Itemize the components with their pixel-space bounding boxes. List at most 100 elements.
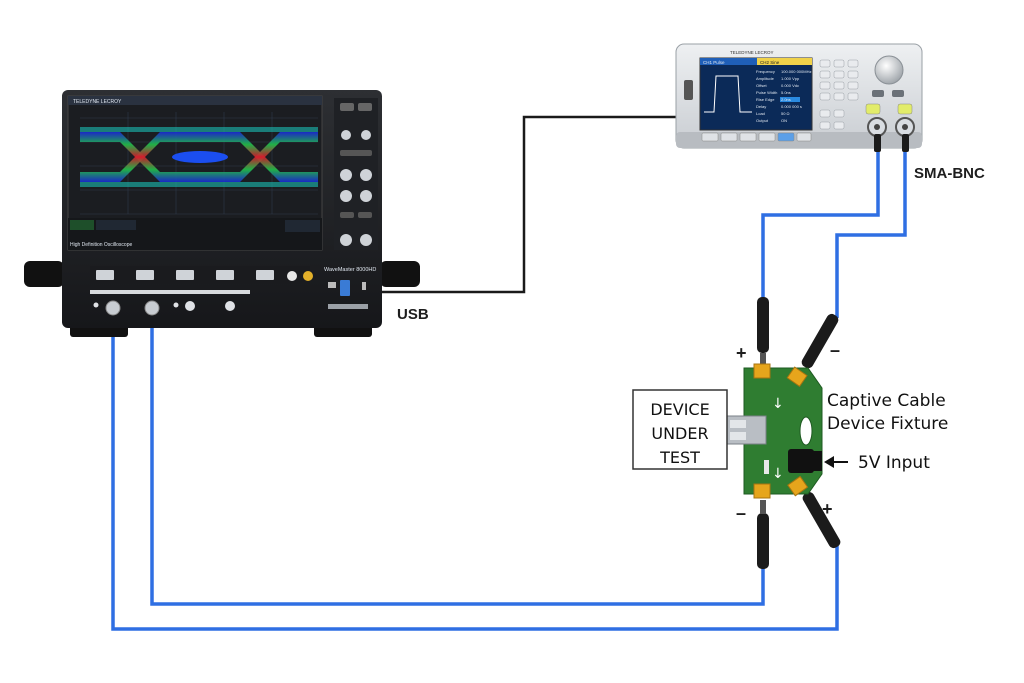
gen-softkey-2[interactable]	[720, 132, 738, 142]
gen-keypad	[819, 59, 859, 130]
scope-knob-1[interactable]	[340, 103, 354, 111]
gen-value-0: 100.000 000MHz	[781, 69, 811, 74]
gen-param-3: Pulse Width	[756, 90, 777, 95]
scope-menu-bar	[68, 96, 322, 105]
gen-key[interactable]	[819, 81, 831, 90]
gen-key[interactable]	[833, 121, 845, 130]
scope-knob-9[interactable]	[340, 234, 352, 246]
gen-value-5: 0.000 000 s	[781, 104, 802, 109]
oscilloscope: TELEDYNE LECROY High Definition Oscillos…	[24, 90, 420, 337]
gen-param-1: Amplitude	[756, 76, 775, 81]
gen-value-4: 2.0ns	[781, 97, 791, 102]
captive-cable-fixture: ↓ ↓	[725, 297, 841, 569]
sign-upper-pos: +	[736, 343, 747, 363]
generator-screen	[699, 57, 813, 131]
scope-handle-right	[380, 261, 420, 287]
scope-knob-4[interactable]	[361, 130, 371, 140]
blue-cable-ch2	[111, 320, 839, 631]
gen-key[interactable]	[819, 70, 831, 79]
dut-line-1: DEVICE	[650, 400, 709, 419]
input-ch2[interactable]	[144, 300, 160, 316]
blue-cable-sma-neg	[835, 150, 907, 318]
gen-ch1-label: CH1 Pulse	[703, 60, 725, 65]
knob-icon[interactable]	[874, 55, 904, 85]
scope-status-led	[303, 271, 313, 281]
connector-upper-pos	[753, 363, 771, 379]
ch2-button[interactable]	[136, 270, 154, 280]
sign-lower-neg: –	[736, 503, 746, 523]
gen-softkey-5[interactable]	[777, 132, 795, 142]
probe-upper-neg	[801, 313, 839, 369]
sign-lower-pos: +	[822, 499, 833, 519]
gen-key[interactable]	[833, 92, 845, 101]
gen-ch2-label: CH2 Sine	[760, 60, 780, 65]
ch3-button[interactable]	[176, 270, 194, 280]
gen-softkey-3[interactable]	[739, 132, 757, 142]
dut-line-3: TEST	[659, 448, 700, 467]
gen-key[interactable]	[819, 59, 831, 68]
scope-model: WaveMaster 8000HD	[324, 267, 376, 273]
input-ch1[interactable]	[105, 300, 121, 316]
gen-key[interactable]	[847, 81, 859, 90]
scope-caption: High Definition Oscilloscope	[70, 242, 132, 248]
gen-key[interactable]	[833, 59, 845, 68]
connector-lower-pos	[787, 475, 809, 497]
gen-param-7: Output	[756, 118, 769, 123]
ch4-button[interactable]	[216, 270, 234, 280]
gen-value-1: 1.000 Vpp	[781, 76, 800, 81]
gen-value-6: 50 Ω	[781, 111, 790, 116]
scope-knob-6[interactable]	[360, 169, 372, 181]
input-ch4[interactable]	[225, 301, 235, 311]
fixture-label-line-2: Device Fixture	[827, 414, 948, 434]
gen-ch2-output-button[interactable]	[897, 103, 913, 115]
gen-key[interactable]	[819, 121, 831, 130]
connector-upper-neg	[786, 366, 808, 388]
eye-diagram	[80, 127, 318, 187]
gen-key[interactable]	[847, 92, 859, 101]
dut-box	[632, 389, 728, 470]
gen-key[interactable]	[819, 109, 831, 118]
connector-lower-neg	[753, 483, 771, 499]
blue-cable-ch1	[150, 320, 765, 606]
scope-control-panel	[334, 98, 378, 250]
gen-arrow-key-left[interactable]	[872, 90, 884, 97]
scope-knob-2[interactable]	[358, 103, 372, 111]
scope-channel-row	[90, 266, 313, 316]
gen-softkey-4[interactable]	[758, 132, 776, 142]
probe-lower-neg	[757, 513, 769, 569]
power-input-pointer	[824, 456, 848, 468]
power-input-label: 5V Input	[858, 453, 930, 473]
input-ch3[interactable]	[185, 301, 195, 311]
ch5-button[interactable]	[256, 270, 274, 280]
function-generator: TELEDYNE LECROY CH1 Pulse CH2 Sine Frequ…	[675, 43, 923, 152]
gen-value-2: 0.000 Vdc	[781, 83, 799, 88]
gen-param-2: Offset	[756, 83, 767, 88]
gen-key[interactable]	[833, 81, 845, 90]
scope-knob-5[interactable]	[340, 169, 352, 181]
gen-key[interactable]	[833, 70, 845, 79]
gen-key[interactable]	[847, 59, 859, 68]
fixture-logo	[799, 416, 813, 446]
scope-knob-3[interactable]	[341, 130, 351, 140]
usb-label: USB	[397, 306, 429, 323]
generator-usb-port[interactable]	[684, 80, 693, 100]
device-under-test: DEVICE UNDER TEST	[632, 389, 728, 470]
usb-cable	[365, 115, 683, 294]
scope-knob-10[interactable]	[360, 234, 372, 246]
scope-knob-7[interactable]	[340, 190, 352, 202]
gen-softkey-1[interactable]	[701, 132, 719, 142]
scope-knob-8[interactable]	[360, 190, 372, 202]
gen-key[interactable]	[847, 70, 859, 79]
gen-key[interactable]	[833, 109, 845, 118]
gen-key[interactable]	[819, 92, 831, 101]
blue-cable-sma-pos	[761, 150, 880, 300]
gen-ch1-output-button[interactable]	[865, 103, 881, 115]
gen-softkey-6[interactable]	[796, 132, 812, 142]
gen-arrow-key-right[interactable]	[892, 90, 904, 97]
usb-port-icon[interactable]	[340, 280, 350, 296]
ch1-button[interactable]	[96, 270, 114, 280]
scope-handle-left	[24, 261, 64, 287]
gen-value-7: ON	[781, 118, 787, 123]
scope-power-button[interactable]	[287, 271, 297, 281]
